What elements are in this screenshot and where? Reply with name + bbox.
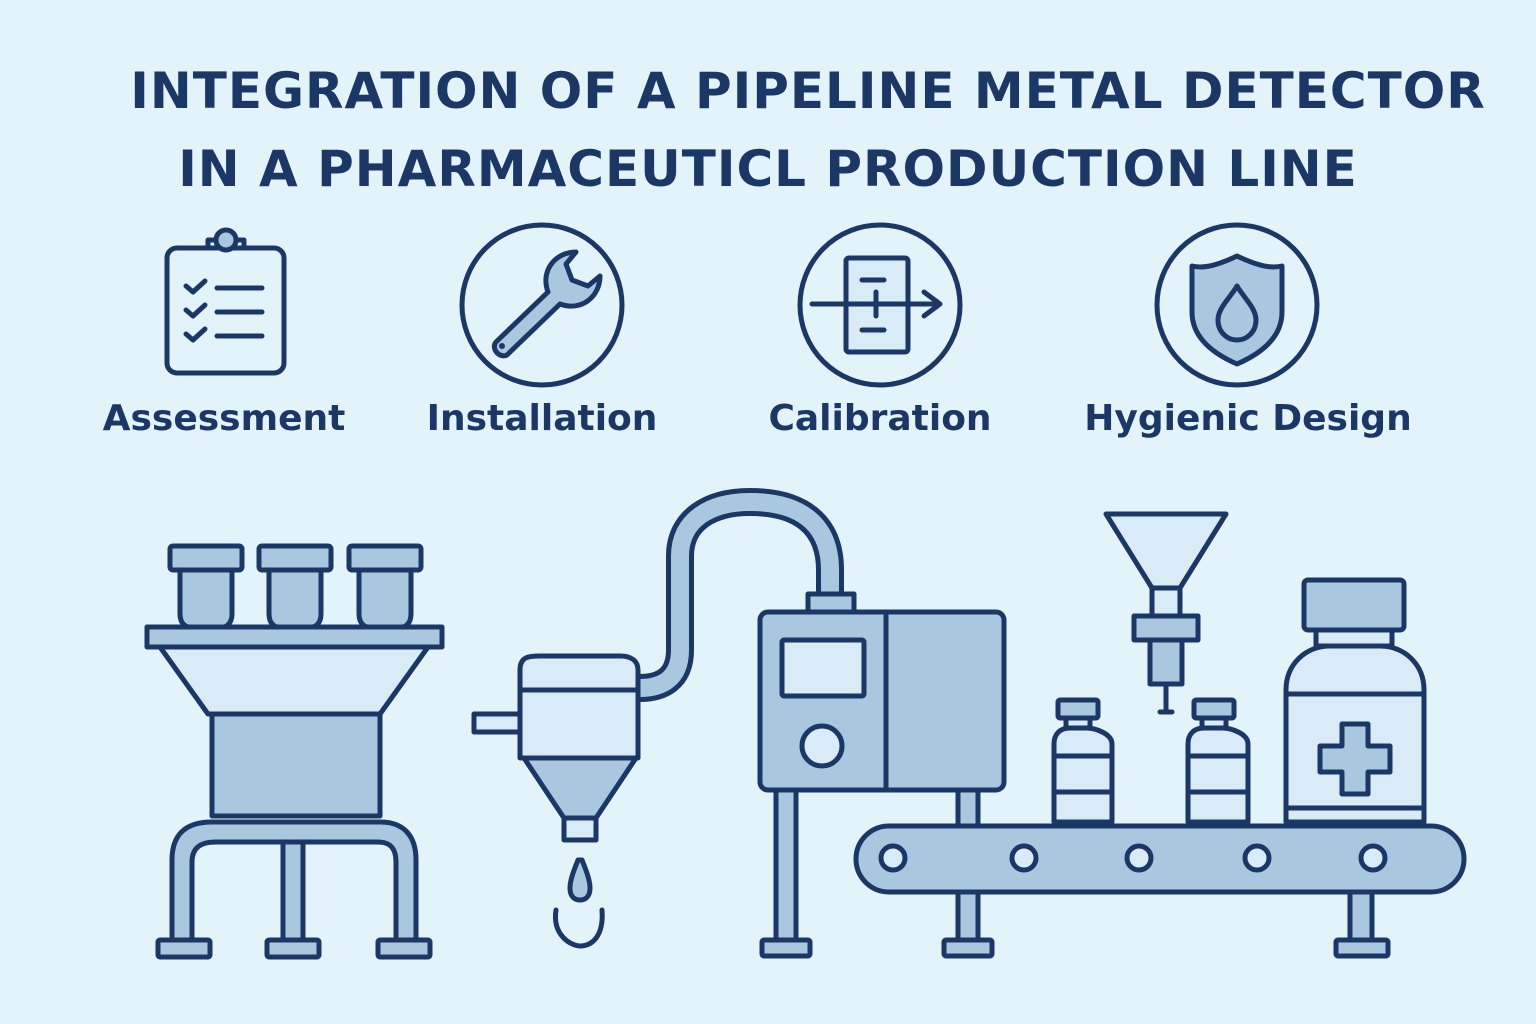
conveyor-roller <box>1358 843 1388 873</box>
title-line-2: IN A PHARMACEUTICL PRODUCTION LINE <box>178 140 1358 198</box>
shield-droplet-icon <box>1154 222 1320 388</box>
conveyor-roller <box>1009 843 1039 873</box>
detector-knob <box>799 723 845 769</box>
page-title: INTEGRATION OF A PIPELINE METAL DETECTOR… <box>0 52 1536 208</box>
step-label-calibration: Calibration <box>768 398 992 439</box>
medicine-bottle <box>1283 577 1427 825</box>
product-pipeline <box>598 488 857 702</box>
conveyor-roller <box>1124 843 1154 873</box>
step-label-hygienic-design: Hygienic Design <box>1084 398 1412 439</box>
clipboard-checklist-icon <box>164 227 287 376</box>
conveyor-roller <box>1242 843 1272 873</box>
detector-display <box>779 637 867 699</box>
filling-nozzle <box>1103 511 1229 715</box>
vial <box>1051 697 1115 825</box>
conveyor-belt <box>853 823 1467 959</box>
step-label-assessment: Assessment <box>102 398 346 439</box>
step-label-installation: Installation <box>426 398 658 439</box>
pipeline-dispenser <box>471 653 641 949</box>
medical-cross-icon <box>1317 721 1393 797</box>
conveyor-roller <box>878 843 908 873</box>
tablet-container <box>167 543 245 631</box>
wrench-icon <box>459 222 625 388</box>
vial <box>1185 697 1251 825</box>
tablet-container <box>256 543 334 631</box>
detector-arrow-icon <box>797 222 963 388</box>
tablet-hopper-machine <box>144 543 445 960</box>
metal-detector-unit <box>757 609 1007 959</box>
title-line-1: INTEGRATION OF A PIPELINE METAL DETECTOR <box>130 62 1486 120</box>
tablet-container <box>346 543 424 631</box>
